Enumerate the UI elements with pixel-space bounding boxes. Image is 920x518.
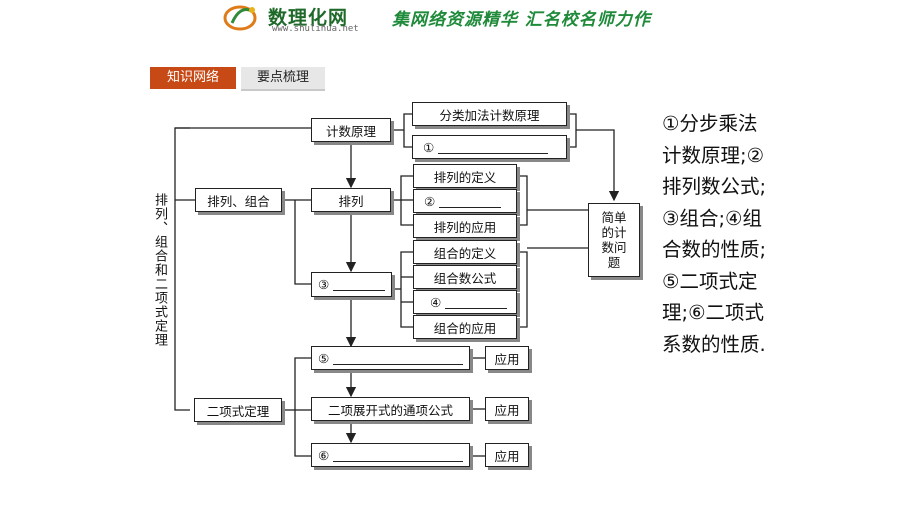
- box-simple-counting-problems: 简单的计数问题: [588, 203, 640, 277]
- box-addition-principle: 分类加法计数原理: [412, 102, 567, 126]
- blank-1-line: [438, 141, 549, 154]
- blank-4-line: [445, 296, 508, 309]
- blank-6-line: [333, 449, 464, 462]
- tab-key-points[interactable]: 要点梳理: [241, 67, 325, 91]
- box-permutation-combination: 排列、组合: [195, 188, 282, 212]
- box-blank-4: ④: [413, 290, 517, 314]
- tab-knowledge-network[interactable]: 知识网络: [150, 67, 236, 89]
- box-blank-5: ⑤: [311, 346, 470, 370]
- box-application-1: 应用: [485, 346, 529, 370]
- blank-3-label: ③: [318, 277, 330, 292]
- box-counting-principle: 计数原理: [311, 118, 391, 142]
- blank-5-label: ⑤: [318, 350, 330, 366]
- blank-5-line: [333, 352, 464, 365]
- box-combination-definition: 组合的定义: [413, 240, 517, 264]
- blank-4-label: ④: [430, 294, 442, 310]
- box-binomial-theorem: 二项式定理: [194, 398, 282, 422]
- box-combination-formula: 组合数公式: [413, 265, 517, 289]
- blank-3-line: [333, 278, 386, 291]
- root-box: 排列、组合和二项式定理: [144, 190, 174, 350]
- box-permutation: 排列: [311, 188, 391, 212]
- blank-6-label: ⑥: [318, 447, 330, 463]
- site-header: 数理化网 www.shulihua.net 集网络资源精华 汇名校名师力作: [0, 0, 920, 36]
- box-blank-6: ⑥: [311, 443, 470, 467]
- box-general-term-formula: 二项展开式的通项公式: [311, 397, 470, 421]
- box-permutation-definition: 排列的定义: [413, 164, 517, 188]
- box-application-2: 应用: [485, 397, 529, 421]
- box-blank-3: ③: [311, 272, 392, 297]
- box-combination-application: 组合的应用: [413, 315, 517, 339]
- header-slogan: 集网络资源精华 汇名校名师力作: [392, 10, 651, 30]
- box-blank-1: ①: [412, 135, 567, 159]
- blank-2-label: ②: [424, 193, 436, 209]
- logo-icon: [223, 5, 257, 31]
- blank-2-line: [439, 195, 502, 208]
- box-application-3: 应用: [485, 443, 529, 467]
- box-permutation-application: 排列的应用: [413, 214, 517, 238]
- blank-1-label: ①: [423, 139, 435, 155]
- answer-text: ①分步乘法计数原理;②排列数公式;③组合;④组合数的性质;⑤二项式定理;⑥二项式…: [662, 112, 767, 356]
- brand-url: www.shulihua.net: [272, 24, 359, 34]
- brand-name: 数理化网: [268, 7, 349, 29]
- box-blank-2: ②: [413, 189, 517, 213]
